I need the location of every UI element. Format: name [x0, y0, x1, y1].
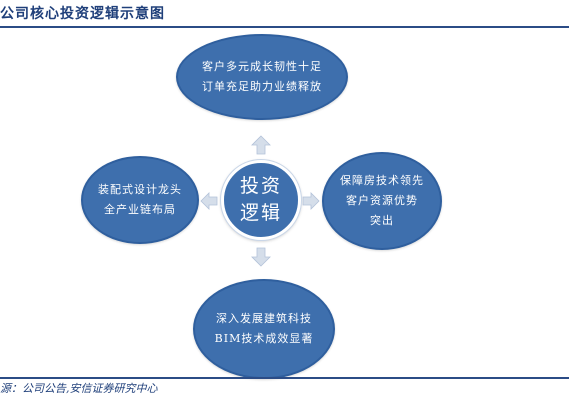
node-bottom-line1: 深入发展建筑科技	[216, 312, 312, 325]
node-right-line2: 客户资源优势	[346, 194, 418, 207]
arrow-right-icon	[302, 192, 320, 210]
source-note: 源：公司公告,安信证券研究中心	[0, 382, 158, 395]
arrow-left-icon	[200, 192, 218, 210]
node-building-tech: 深入发展建筑科技 BIM技术成效显著	[193, 279, 335, 379]
center-line2: 逻辑	[239, 202, 282, 224]
page-title: 公司核心投资逻辑示意图	[0, 6, 165, 22]
node-left-line1: 装配式设计龙头	[98, 183, 182, 196]
title-divider	[0, 26, 569, 28]
center-line1: 投资	[239, 175, 282, 197]
arrow-down-icon	[251, 247, 271, 267]
node-left-line2: 全产业链布局	[104, 203, 176, 216]
arrow-up-icon	[251, 135, 271, 155]
node-housing-tech: 保障房技术领先 客户资源优势 突出	[322, 152, 442, 250]
node-prefab-design: 装配式设计龙头 全产业链布局	[81, 156, 199, 244]
node-bottom-line2: BIM技术成效显著	[214, 332, 314, 345]
node-investment-logic: 投资 逻辑	[221, 160, 301, 240]
node-top-line1: 客户多元成长韧性十足	[202, 60, 322, 73]
node-top-line2: 订单充足助力业绩释放	[202, 80, 322, 93]
node-customer-growth: 客户多元成长韧性十足 订单充足助力业绩释放	[176, 34, 348, 120]
node-right-line3: 突出	[370, 214, 394, 227]
source-divider	[0, 377, 569, 379]
node-right-line1: 保障房技术领先	[340, 174, 424, 187]
